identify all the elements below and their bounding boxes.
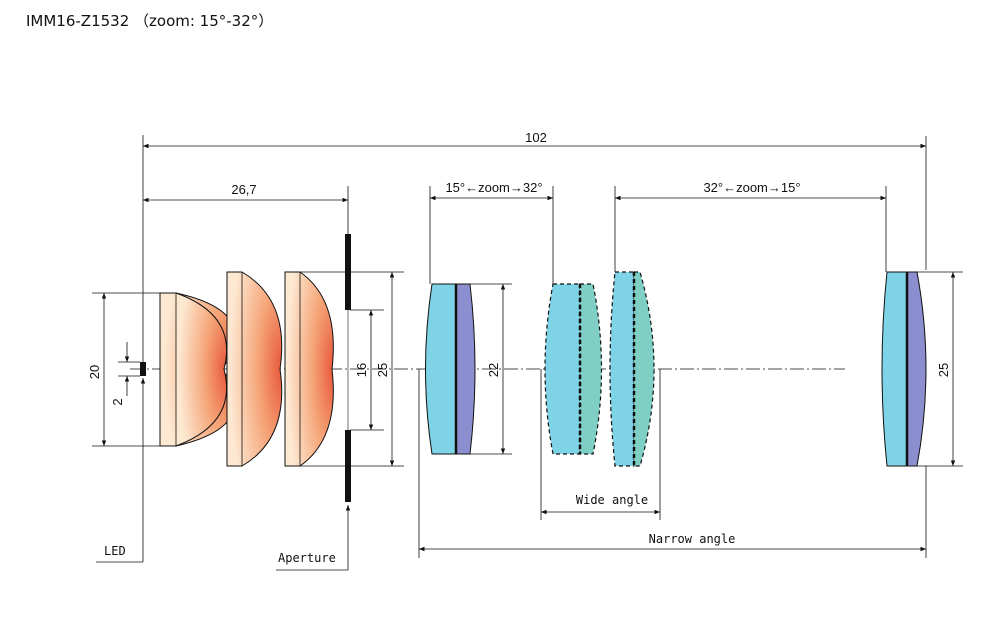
lens-3 — [284, 271, 334, 467]
aperture-label: Aperture — [278, 551, 336, 565]
dim-25a-label: 25 — [375, 363, 390, 377]
doublet-3-teal — [633, 271, 655, 467]
dim-22-label: 22 — [486, 363, 501, 377]
dim-26-7-label: 26,7 — [231, 182, 256, 197]
led-source — [140, 362, 146, 376]
doublet-2-cyan — [544, 283, 581, 455]
dim-25b-label: 25 — [936, 363, 951, 377]
doublet-1-violet — [455, 283, 476, 455]
zoom-range-2-label: 32°←zoom→15° — [703, 180, 800, 195]
wide-angle-label: Wide angle — [576, 493, 648, 507]
doublet-2-teal — [579, 283, 603, 455]
dim-2-label: 2 — [110, 398, 125, 405]
lens-2 — [226, 271, 283, 467]
dim-20-label: 20 — [87, 365, 102, 379]
doublet-1-cyan — [425, 283, 457, 455]
doublet-3-cyan — [609, 271, 635, 467]
dim-16-label: 16 — [354, 363, 369, 377]
doublet-4-violet — [906, 271, 927, 467]
zoom-range-1-label: 15°←zoom→32° — [445, 180, 542, 195]
dim-102-label: 102 — [525, 130, 547, 145]
led-label: LED — [104, 544, 126, 558]
narrow-angle-label: Narrow angle — [649, 532, 736, 546]
lens-1-curve — [175, 292, 228, 447]
page-title: IMM16-Z1532 （zoom: 15°-32°） — [26, 12, 274, 30]
doublet-4-cyan — [881, 271, 908, 467]
